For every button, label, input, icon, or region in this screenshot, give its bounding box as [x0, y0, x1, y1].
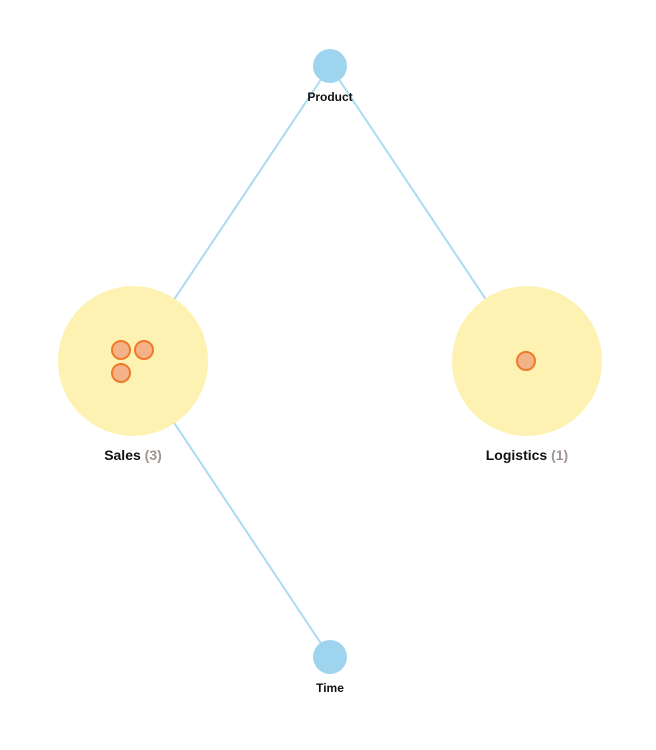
dimension-node-product[interactable]: Product	[307, 49, 353, 104]
time-node-circle[interactable]	[313, 640, 347, 674]
sales-label: Sales (3)	[104, 447, 162, 463]
fact-node-logistics[interactable]: Logistics (1)	[452, 286, 602, 463]
sales-member-3[interactable]	[111, 363, 131, 383]
logistics-count: (1)	[551, 447, 568, 463]
logistics-name: Logistics	[486, 447, 548, 463]
dimension-node-time[interactable]: Time	[313, 640, 347, 695]
logistics-label: Logistics (1)	[486, 447, 568, 463]
fact-node-sales[interactable]: Sales (3)	[58, 286, 208, 463]
logistics-member-1[interactable]	[516, 351, 536, 371]
sales-count: (3)	[145, 447, 162, 463]
sales-node-circle[interactable]	[58, 286, 208, 436]
product-node-circle[interactable]	[313, 49, 347, 83]
sales-name: Sales	[104, 447, 141, 463]
sales-member-2[interactable]	[134, 340, 154, 360]
sales-member-1[interactable]	[111, 340, 131, 360]
product-label: Product	[307, 90, 352, 104]
time-label: Time	[316, 681, 344, 695]
